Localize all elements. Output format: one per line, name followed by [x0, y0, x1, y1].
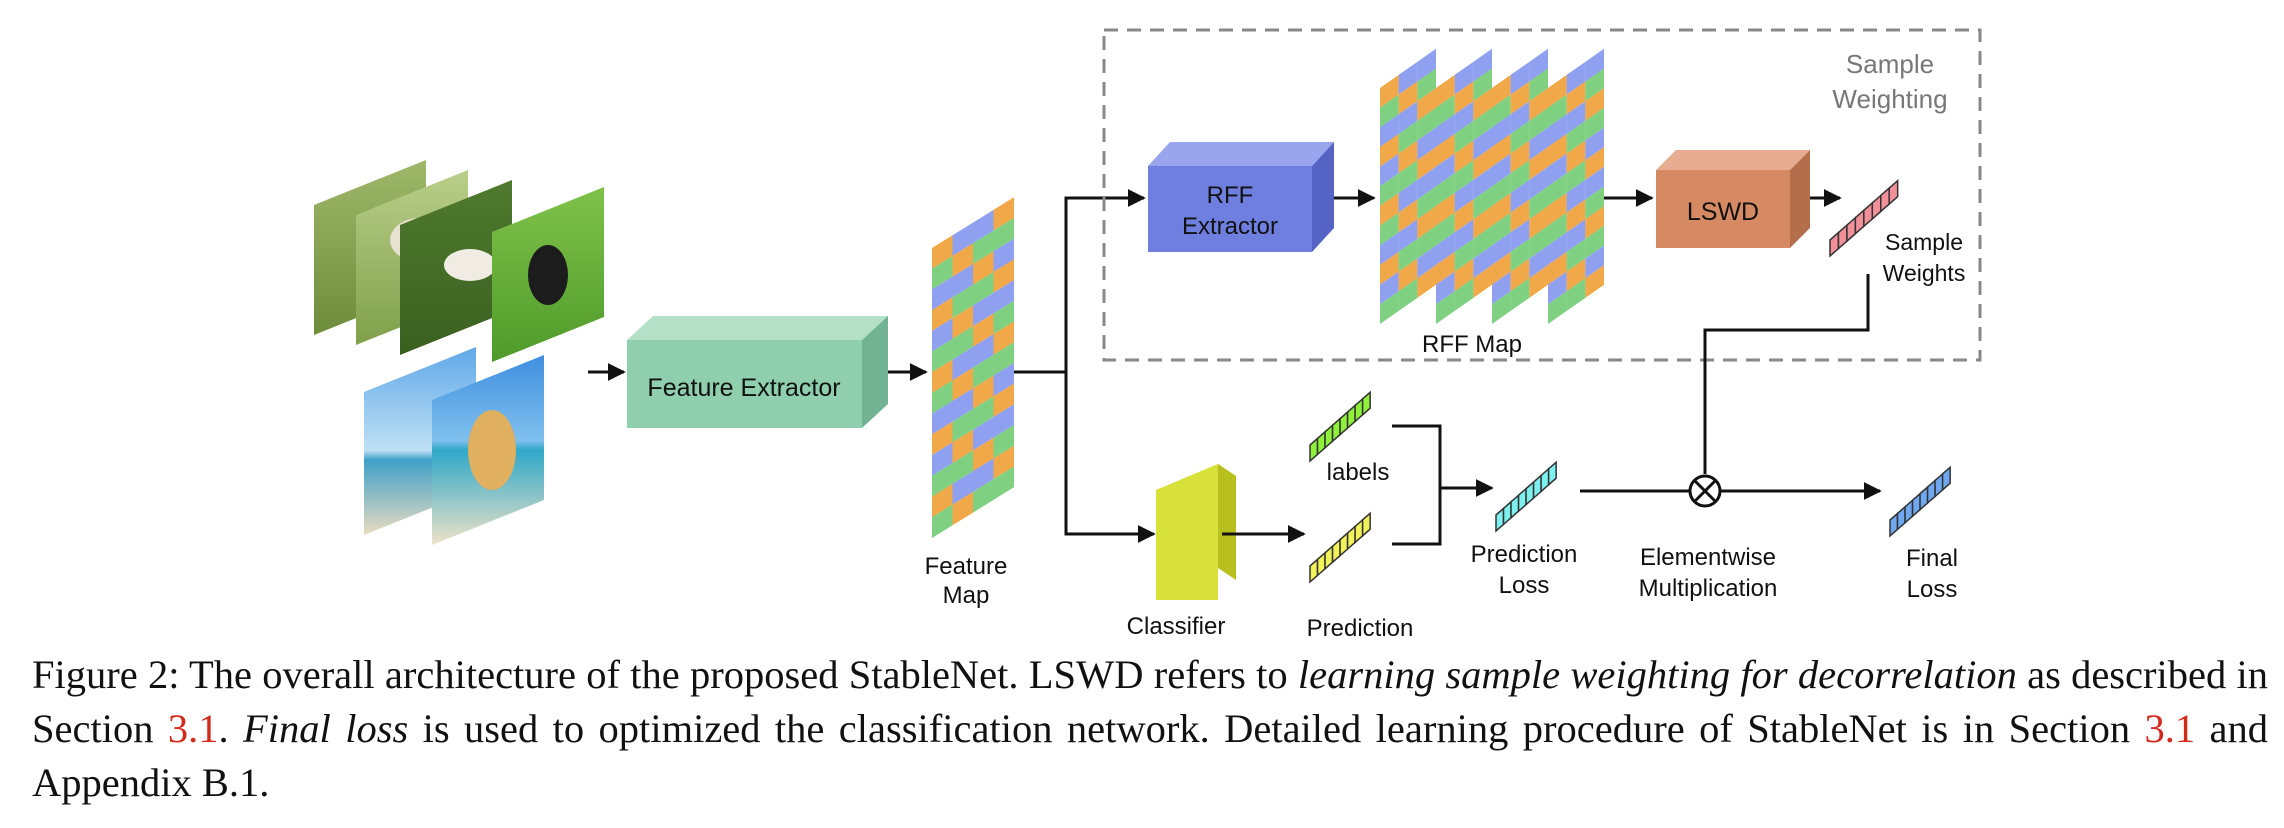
elementwise-label-line2: Multiplication	[1639, 575, 1778, 602]
labels-cell	[1354, 397, 1364, 424]
caption-figure-label: Figure 2:	[32, 652, 180, 697]
sample-weighting-region	[1102, 28, 1982, 362]
caption-text-1: The overall architecture of the proposed…	[179, 652, 1298, 697]
prediction-cell	[1324, 544, 1334, 571]
connector-featuremap-to-classifier	[1064, 372, 1156, 543]
labels-cell	[1346, 403, 1356, 430]
caption-section-ref-1[interactable]: 3.1	[167, 706, 219, 751]
prediction-loss-cell	[1540, 467, 1550, 494]
caption-text-4: is used to optimized the classification …	[408, 706, 2145, 751]
feature-extractor-box: Feature Extractor	[627, 316, 888, 428]
feature-map-label-line1: Feature	[925, 553, 1008, 580]
labels-vector	[1309, 390, 1371, 463]
prediction-loss-label-line1: Prediction	[1471, 541, 1578, 568]
sample-weights-cell	[1829, 230, 1840, 258]
prediction-loss-label-line2: Loss	[1499, 572, 1550, 599]
caption-text-5: and Appendix B.1.	[32, 706, 2268, 805]
final-loss-cell	[1926, 478, 1936, 505]
prediction-cell	[1346, 524, 1356, 551]
final-loss-vector	[1889, 465, 1951, 538]
dog-silhouette	[444, 249, 496, 281]
prediction-loss-cell	[1510, 493, 1520, 520]
feature-map	[932, 197, 1014, 538]
input-images	[314, 160, 604, 545]
dog-silhouette	[528, 245, 568, 305]
sample-weights-cell	[1846, 216, 1857, 243]
prediction-loss-cell	[1547, 460, 1557, 487]
architecture-diagram: Feature Extractor Feature Map Sample Wei…	[314, 28, 1982, 640]
prediction-loss-vector	[1495, 460, 1557, 533]
labels-cell	[1331, 416, 1341, 443]
labels-cell	[1309, 436, 1319, 463]
caption-em-lswd: learning sample weighting for decorrelat…	[1297, 652, 2017, 697]
final-loss-cell	[1934, 472, 1944, 499]
rff-extractor-label-line1: RFF	[1207, 182, 1254, 209]
rff-map	[1380, 48, 1604, 324]
labels-cell	[1361, 390, 1371, 417]
sample-weights-cell	[1879, 186, 1890, 214]
feature-map-grid	[932, 197, 1014, 538]
final-loss-label-line1: Final	[1906, 545, 1958, 572]
prediction-loss-cell	[1532, 473, 1542, 500]
caption-em-final-loss: Final loss	[243, 706, 409, 751]
connector-weights-to-multiply	[1703, 274, 1870, 474]
prediction-cell	[1361, 511, 1371, 538]
rff-map-slice-3	[1492, 48, 1548, 324]
prediction-cell	[1331, 537, 1341, 564]
prediction-loss-cell	[1502, 500, 1512, 527]
caption-text-3: .	[218, 706, 244, 751]
final-loss-cell	[1889, 511, 1899, 538]
rff-extractor-box: RFF Extractor	[1148, 142, 1334, 252]
final-loss-cell	[1919, 485, 1929, 512]
rff-map-slice-4	[1548, 48, 1604, 324]
sample-weights-label-line1: Sample	[1885, 229, 1963, 255]
labels-cell	[1339, 410, 1349, 437]
final-loss-label-line2: Loss	[1907, 576, 1958, 603]
feature-extractor-label: Feature Extractor	[647, 374, 840, 402]
lswd-box: LSWD	[1656, 150, 1810, 248]
rff-map-slice-2	[1436, 48, 1492, 324]
connector-featuremap-branch	[1014, 189, 1146, 374]
connector-labels-to-loss	[1392, 424, 1442, 546]
final-loss-cell	[1904, 498, 1914, 525]
caption-text-2: as described in Section	[32, 652, 2268, 751]
prediction-cell	[1309, 557, 1319, 584]
sample-weights-label-line2: Weights	[1883, 260, 1966, 286]
prediction-cell	[1354, 518, 1364, 545]
prediction-cell	[1316, 551, 1326, 578]
prediction-cell	[1339, 531, 1349, 558]
prediction-loss-cell	[1525, 480, 1535, 507]
caption-section-ref-2[interactable]: 3.1	[2144, 706, 2196, 751]
sample-weights-cell	[1837, 223, 1848, 251]
feature-map-label-line2: Map	[943, 582, 990, 609]
sample-weights-vector	[1829, 178, 1899, 258]
figure-caption: Figure 2: The overall architecture of th…	[32, 648, 2268, 810]
labels-label: labels	[1327, 459, 1390, 486]
sample-weighting-label-line2: Weighting	[1832, 84, 1947, 114]
lswd-label: LSWD	[1687, 198, 1759, 226]
prediction-loss-cell	[1517, 486, 1527, 513]
labels-cell	[1316, 430, 1326, 457]
rff-map-slice-1	[1380, 48, 1436, 324]
rff-map-label: RFF Map	[1422, 331, 1522, 358]
labels-cell	[1324, 423, 1334, 450]
sample-weights-cell	[1863, 201, 1874, 228]
prediction-vector	[1309, 511, 1371, 584]
rff-extractor-label-line2: Extractor	[1182, 213, 1278, 240]
multiply-icon	[1688, 474, 1722, 508]
sample-weighting-label-line1: Sample	[1846, 49, 1934, 79]
final-loss-cell	[1941, 465, 1951, 492]
final-loss-cell	[1896, 505, 1906, 532]
final-loss-cell	[1911, 491, 1921, 518]
dog-silhouette	[468, 410, 516, 490]
sample-weights-cell	[1871, 193, 1882, 221]
elementwise-label-line1: Elementwise	[1640, 544, 1776, 571]
prediction-loss-cell	[1495, 506, 1505, 533]
sample-weights-cell	[1888, 178, 1899, 206]
prediction-label: Prediction	[1307, 615, 1414, 640]
classifier-label: Classifier	[1127, 613, 1226, 640]
sample-weights-cell	[1854, 208, 1865, 236]
classifier-block	[1156, 464, 1236, 600]
